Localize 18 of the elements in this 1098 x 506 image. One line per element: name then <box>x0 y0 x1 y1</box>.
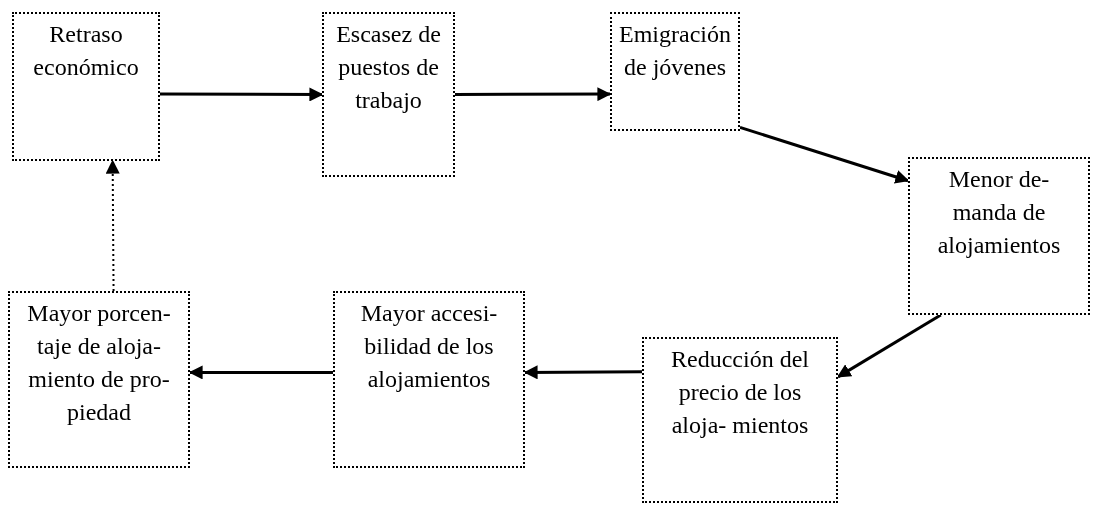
box-label: Mayor porcen- taje de aloja- miento de pro- piedad <box>26 299 172 427</box>
dotted-arrow <box>105 159 120 292</box>
process-box <box>8 291 190 468</box>
process-box <box>642 337 838 503</box>
process-box <box>908 157 1090 315</box>
process-box <box>333 291 525 468</box>
process-box <box>610 12 740 131</box>
process-box <box>322 12 455 177</box>
arrow <box>160 87 324 102</box>
arrow <box>455 87 612 102</box>
box-label: Reducción del precio de los aloja- mientos <box>670 345 810 440</box>
box-label: Escasez de puestos de trabajo <box>335 20 442 115</box>
arrow <box>739 126 910 184</box>
box-label: Mayor accesi- bilidad de los alojamientos <box>359 299 499 394</box>
box-label: Emigración de jóvenes <box>618 20 732 82</box>
box-label: Retraso económico <box>32 20 140 82</box>
process-box <box>12 12 160 161</box>
box-label: Menor de- manda de alojamientos <box>936 165 1062 260</box>
